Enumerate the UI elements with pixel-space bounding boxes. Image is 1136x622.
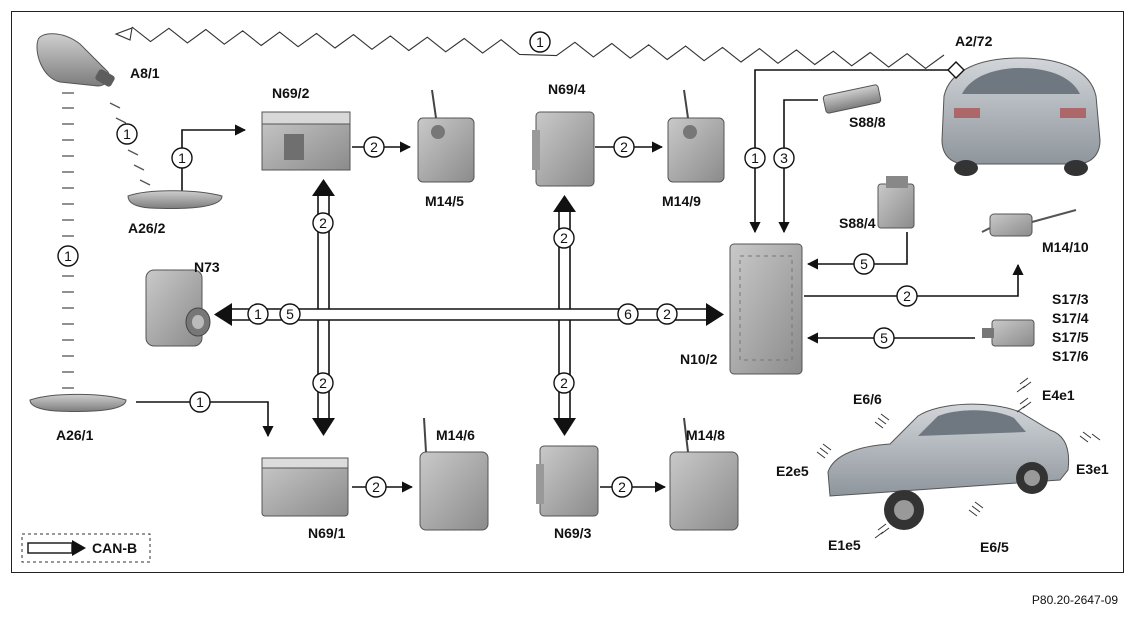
radio-link-a2-72-a8-1 (114, 26, 945, 70)
marker-n69-4-bus-2: 2 (560, 230, 568, 246)
marker-m14-8-2: 2 (618, 479, 626, 495)
label-a2-72: A2/72 (955, 33, 993, 49)
turn-signal-lamp-icons (816, 377, 1101, 539)
marker-s88-8-3: 3 (780, 150, 788, 166)
label-s17-6: S17/6 (1052, 348, 1089, 364)
marker-s88-4-5: 5 (860, 256, 868, 272)
label-n69-2: N69/2 (272, 85, 310, 101)
marker-m14-5-2: 2 (370, 139, 378, 155)
ignition-switch-n73-icon (145, 269, 211, 347)
label-e3e1: E3e1 (1076, 461, 1109, 477)
label-n69-3: N69/3 (554, 525, 592, 541)
signal-lines (136, 69, 1024, 493)
label-e1e5: E1e5 (828, 537, 861, 553)
marker-n73-5: 5 (286, 306, 294, 322)
sam-control-unit-n10-2-icon (729, 243, 803, 375)
antenna-a2-72-icon (947, 61, 965, 79)
marker-radio-1: 1 (536, 34, 544, 50)
label-m14-8: M14/8 (686, 427, 725, 443)
component-labels: A8/1 A2/72 N69/2 N69/4 S88/8 M14/5 M14/9… (56, 33, 1109, 555)
label-s88-8: S88/8 (849, 114, 886, 130)
lock-motor-m14-9-icon (667, 89, 725, 183)
label-n69-1: N69/1 (308, 525, 346, 541)
marker-numbers: 1 1 1 1 2 2 1 3 5 2 5 2 2 1 5 6 2 2 2 1 … (64, 34, 911, 495)
label-e2e5: E2e5 (776, 463, 809, 479)
lock-motor-m14-5-icon (417, 89, 475, 183)
label-a26-1: A26/1 (56, 427, 94, 443)
figure-reference: P80.20-2647-09 (1032, 593, 1118, 607)
legend-can-b-label: CAN-B (92, 540, 137, 556)
marker-n69-2-bus-2: 2 (319, 215, 327, 231)
marker-a26-1-1: 1 (196, 394, 204, 410)
door-handle-a26-2-icon (127, 190, 223, 209)
label-a8-1: A8/1 (130, 65, 160, 81)
switch-s88-8-icon (822, 84, 882, 114)
label-m14-6: M14/6 (436, 427, 475, 443)
door-module-n69-4-icon (532, 111, 595, 187)
marker-n69-3-bus-2: 2 (560, 375, 568, 391)
lock-motor-m14-8-icon (669, 417, 739, 531)
marker-m14-10-2: 2 (903, 288, 911, 304)
label-e4e1: E4e1 (1042, 387, 1075, 403)
door-module-n69-1-icon (261, 457, 349, 517)
label-e6-6: E6/6 (853, 391, 882, 407)
label-m14-10: M14/10 (1042, 239, 1089, 255)
switch-s88-4-icon (877, 176, 915, 229)
range-dashes (62, 92, 151, 389)
label-a26-2: A26/2 (128, 220, 166, 236)
marker-range-1: 1 (64, 248, 72, 264)
label-m14-5: M14/5 (425, 193, 464, 209)
diagram-frame (11, 11, 1124, 573)
door-handle-a26-1-icon (29, 393, 127, 412)
key-a8-1-icon (36, 33, 115, 87)
door-module-n69-2-icon (261, 111, 351, 171)
marker-a26-2-1: 1 (178, 150, 186, 166)
marker-n10-2-2: 2 (663, 306, 671, 322)
label-m14-9: M14/9 (662, 193, 701, 209)
label-e6-5: E6/5 (980, 539, 1009, 555)
label-n10-2: N10/2 (680, 351, 718, 367)
door-module-n69-3-icon (536, 445, 599, 517)
label-s17-4: S17/4 (1052, 310, 1089, 326)
marker-m14-6-2: 2 (372, 479, 380, 495)
motor-m14-10-icon (981, 209, 1077, 237)
label-s17-3: S17/3 (1052, 291, 1089, 307)
marker-m14-9-2: 2 (620, 139, 628, 155)
label-n73: N73 (194, 259, 220, 275)
label-n69-4: N69/4 (548, 81, 586, 97)
door-contact-switch-s17-icon (982, 319, 1035, 347)
marker-n73-1: 1 (254, 306, 262, 322)
car-rear-view-icon (941, 57, 1101, 176)
legend-can-b: CAN-B (21, 533, 151, 563)
marker-s17-5: 5 (880, 330, 888, 346)
marker-circles (57, 31, 918, 498)
marker-n10-2-6: 6 (624, 306, 632, 322)
car-side-view-icon (827, 403, 1070, 530)
marker-key-1: 1 (123, 126, 131, 142)
marker-n69-1-bus-2: 2 (319, 375, 327, 391)
marker-a2-72-1: 1 (751, 150, 759, 166)
label-s17-5: S17/5 (1052, 329, 1089, 345)
label-s88-4: S88/4 (839, 215, 876, 231)
lock-motor-m14-6-icon (419, 417, 489, 531)
